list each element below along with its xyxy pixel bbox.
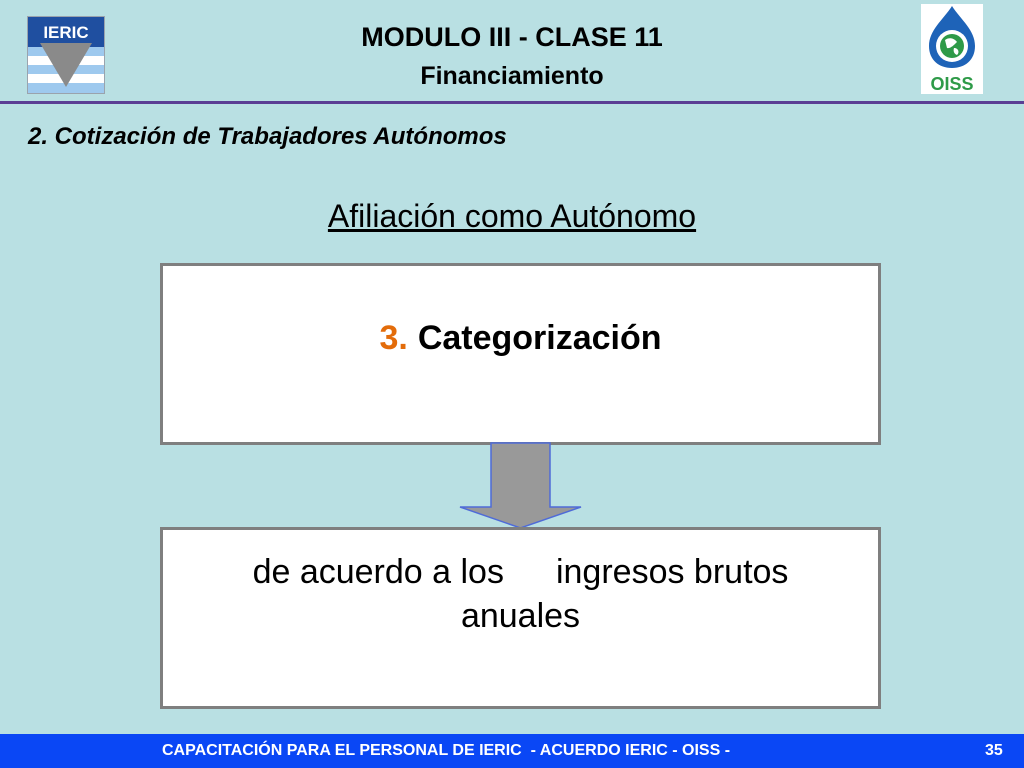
- step-label: Categorización: [417, 319, 662, 357]
- criteria-text: de acuerdo a los ingresos brutos anuales: [163, 550, 878, 638]
- criteria-text-line2: anuales: [460, 597, 581, 635]
- criteria-box: de acuerdo a los ingresos brutos anuales: [160, 527, 881, 709]
- header-divider: [0, 101, 1024, 104]
- oiss-logo: OISS: [921, 4, 983, 94]
- section-title: 2. Cotización de Trabajadores Autónomos: [28, 123, 507, 150]
- categorization-box: 3.Categorización: [160, 263, 881, 445]
- down-arrow-icon: [459, 442, 582, 529]
- module-subtitle: Financiamiento: [420, 62, 604, 90]
- footer-text: CAPACITACIÓN PARA EL PERSONAL DE IERIC -…: [162, 742, 731, 759]
- criteria-text-part2: ingresos brutos: [555, 553, 789, 591]
- oiss-logo-text: OISS: [930, 74, 973, 94]
- step-number: 3.: [379, 319, 408, 357]
- ieric-logo-text: IERIC: [43, 23, 88, 42]
- footer-bar: CAPACITACIÓN PARA EL PERSONAL DE IERIC -…: [0, 734, 1024, 768]
- categorization-heading: 3.Categorización: [163, 319, 878, 358]
- ieric-logo-graphic: IERIC: [28, 17, 104, 93]
- slide-subheading: Afiliación como Autónomo: [327, 198, 697, 234]
- module-title: MODULO III - CLASE 11: [361, 22, 663, 52]
- oiss-logo-graphic: OISS: [929, 6, 975, 94]
- page-number: 35: [985, 742, 1003, 759]
- ieric-logo: IERIC: [27, 16, 105, 94]
- criteria-text-part1: de acuerdo a los: [252, 553, 504, 591]
